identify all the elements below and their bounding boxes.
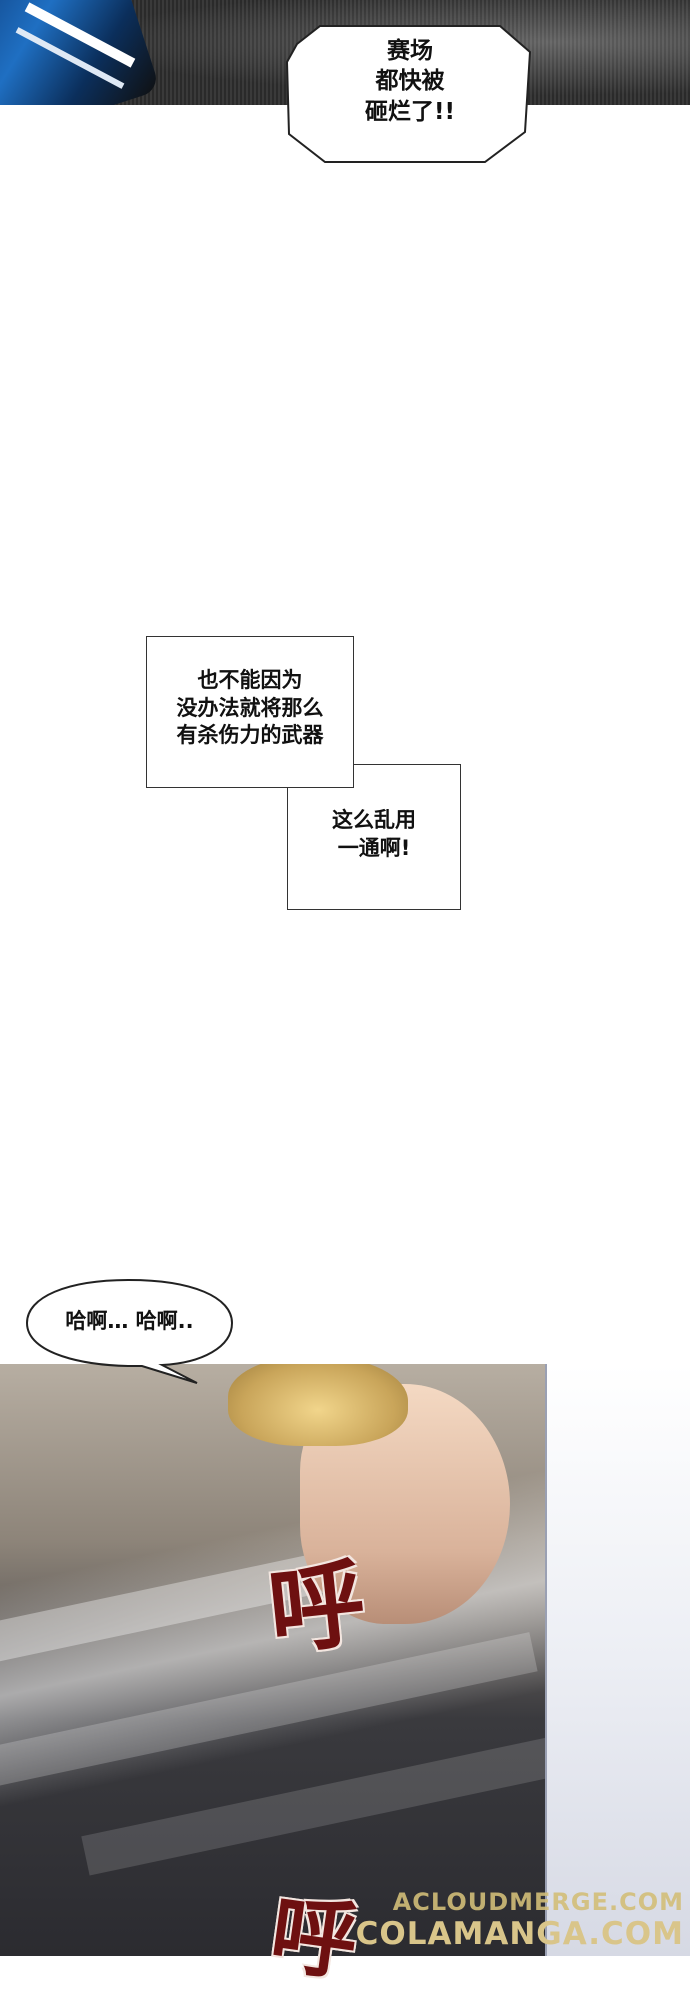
- caption-line: 也不能因为: [197, 668, 303, 692]
- character-shirt-art: [545, 1364, 690, 1956]
- watermark-text: ACLOUDMERGE.COM: [392, 1888, 684, 1916]
- bottom-panel-artwork: [0, 1364, 690, 1956]
- shout-line: 砸烂了!!: [365, 98, 455, 125]
- shout-line: 赛场: [387, 38, 433, 64]
- sfx-text: 呼: [263, 1546, 371, 1669]
- caption-box-2: 这么乱用 一通啊!: [287, 764, 461, 910]
- caption-box-1: 也不能因为 没办法就将那么 有杀伤力的武器: [146, 636, 354, 788]
- motion-streak: [81, 1732, 579, 1876]
- caption-line: 这么乱用: [332, 808, 416, 832]
- caption-line: 没办法就将那么: [176, 695, 324, 720]
- gasp-speech-bubble: 哈啊… 哈啊..: [22, 1275, 237, 1385]
- character-hair-art: [228, 1364, 408, 1446]
- caption-line: 一通啊!: [337, 835, 411, 860]
- shout-speech-bubble: 赛场 都快被 砸烂了!!: [285, 22, 535, 167]
- gasp-text: 哈啊… 哈啊..: [65, 1309, 194, 1333]
- sfx-text: 呼: [264, 1882, 364, 1995]
- blue-jacket-art: [0, 0, 161, 105]
- caption-line: 有杀伤力的武器: [176, 723, 324, 748]
- shout-line: 都快被: [375, 68, 445, 95]
- watermark-text: COLAMANGA.COM: [355, 1916, 684, 1952]
